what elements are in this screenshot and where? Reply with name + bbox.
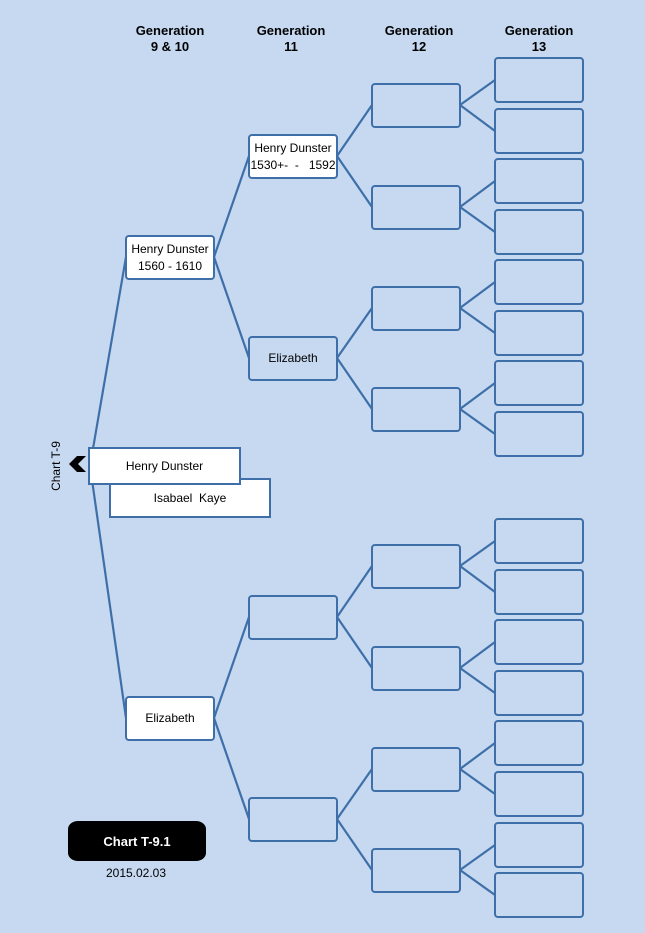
paternal-grandmother-box[interactable]: Elizabeth [248,336,338,381]
gen13-box[interactable] [494,310,584,356]
maternal-grandmother-box[interactable] [248,797,338,842]
header-line1: Generation [135,23,205,38]
mother-name: Elizabeth [145,711,195,725]
chart-title-badge: Chart T-9.1 [68,821,206,861]
header-line1: Generation [256,23,326,38]
chart-reference-text: Chart T-9 [49,441,63,491]
gen12-box[interactable] [371,646,461,691]
gen13-box[interactable] [494,569,584,615]
chart-date: 2015.02.03 [105,866,167,880]
gen13-box[interactable] [494,259,584,305]
gen12-box[interactable] [371,848,461,893]
subject-name: Henry Dunster [125,459,204,473]
subject-box[interactable]: Henry Dunster [88,447,241,485]
gen13-box[interactable] [494,619,584,665]
header-generation-13: Generation 13 [484,23,594,55]
maternal-grandfather-box[interactable] [248,595,338,640]
father-name: Henry Dunster [131,241,209,256]
chart-reference-label: Chart T-9 [42,440,70,492]
gen12-box[interactable] [371,185,461,230]
paternal-grandfather-box[interactable]: Henry Dunster 1530+- - 1592 [248,134,338,179]
gen13-box[interactable] [494,158,584,204]
gen13-box[interactable] [494,108,584,154]
header-generation-11: Generation 11 [236,23,346,55]
father-box[interactable]: Henry Dunster 1560 - 1610 [125,235,215,280]
spouse-name: Isabael Kaye [153,491,227,505]
header-line2: 13 [531,39,547,54]
paternal-grandfather-name: Henry Dunster [254,140,332,155]
header-line1: Generation [504,23,574,38]
header-generation-9-10: Generation 9 & 10 [115,23,225,55]
gen12-box[interactable] [371,747,461,792]
header-line2: 11 [284,39,298,54]
header-generation-12: Generation 12 [364,23,474,55]
header-line1: Generation [384,23,454,38]
paternal-grandmother-name: Elizabeth [268,351,318,365]
gen13-box[interactable] [494,518,584,564]
gen12-box[interactable] [371,83,461,128]
father-dates: 1560 - 1610 [137,258,203,273]
gen12-box[interactable] [371,544,461,589]
gen13-box[interactable] [494,822,584,868]
gen13-box[interactable] [494,360,584,406]
header-line2: 12 [411,39,427,54]
gen13-box[interactable] [494,209,584,255]
back-arrow-icon[interactable] [68,456,88,472]
gen13-box[interactable] [494,771,584,817]
gen13-box[interactable] [494,720,584,766]
gen13-box[interactable] [494,411,584,457]
gen13-box[interactable] [494,57,584,103]
chart-title-text: Chart T-9.1 [103,833,171,849]
mother-box[interactable]: Elizabeth [125,696,215,741]
paternal-grandfather-dates: 1530+- - 1592 [250,157,336,172]
gen13-box[interactable] [494,670,584,716]
gen12-box[interactable] [371,387,461,432]
gen13-box[interactable] [494,872,584,918]
header-line2: 9 & 10 [150,39,190,54]
gen12-box[interactable] [371,286,461,331]
